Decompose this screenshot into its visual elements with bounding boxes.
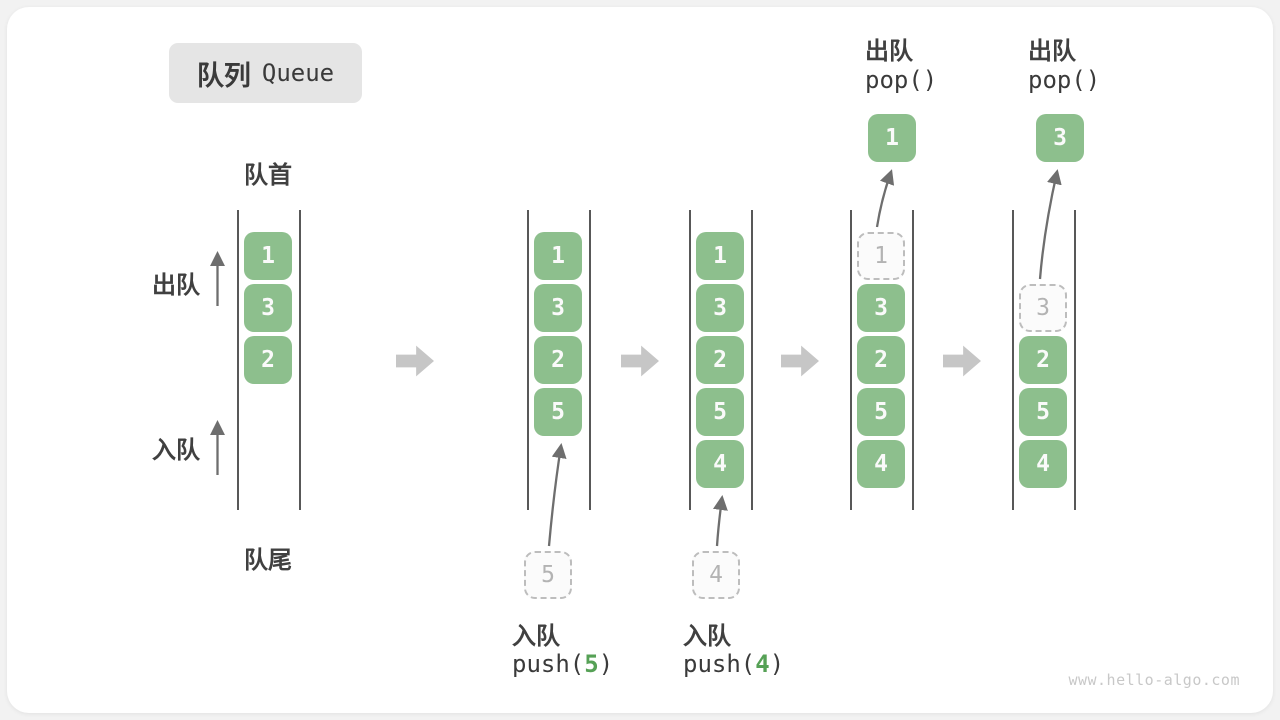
queue-cell: 2: [1019, 336, 1067, 384]
queue-cell: 5: [1019, 388, 1067, 436]
column-line-right: [751, 210, 753, 510]
queue-cell: 2: [534, 336, 582, 384]
queue-cell: 3: [696, 284, 744, 332]
incoming-ghost-cell: 5: [524, 551, 572, 599]
queue-cell: 3: [244, 284, 292, 332]
column-line-right: [912, 210, 914, 510]
title-zh: 队列: [196, 60, 251, 91]
title-en: Queue: [261, 59, 335, 87]
push-call-label: push(4): [683, 650, 784, 678]
pop-call-label: pop(): [865, 66, 938, 94]
popped-cell: 1: [868, 114, 916, 162]
queue-cell: 2: [696, 336, 744, 384]
queue-cell: 3: [857, 284, 905, 332]
queue-cell: 4: [696, 440, 744, 488]
queue-cell: 2: [857, 336, 905, 384]
watermark: www.hello-algo.com: [1068, 671, 1240, 689]
queue-cell: 1: [534, 232, 582, 280]
queue-cell: 1: [244, 232, 292, 280]
push-call-post: ): [598, 650, 614, 678]
dequeue-op-label: 出队: [1028, 38, 1076, 65]
column-line-right: [589, 210, 591, 510]
queue-cell: 5: [857, 388, 905, 436]
queue-cell: 4: [1019, 440, 1067, 488]
queue-cell: 5: [696, 388, 744, 436]
queue-cell: 1: [696, 232, 744, 280]
popped-cell: 3: [1036, 114, 1084, 162]
queue-cell: 4: [857, 440, 905, 488]
push-call-arg: 5: [584, 650, 599, 678]
ghost-cell: 1: [857, 232, 905, 280]
push-call-pre: push(: [512, 650, 585, 678]
column-line-left: [237, 210, 239, 510]
pop-call-label: pop(): [1028, 66, 1101, 94]
dequeue-op-label: 出队: [865, 38, 913, 65]
push-call-arg: 4: [755, 650, 770, 678]
queue-cell: 3: [534, 284, 582, 332]
enqueue-side-label: 入队: [152, 437, 200, 464]
incoming-ghost-cell: 4: [692, 551, 740, 599]
title-box: 队列 Queue: [169, 43, 362, 103]
column-line-left: [527, 210, 529, 510]
ghost-cell: 3: [1019, 284, 1067, 332]
dequeue-side-label: 出队: [152, 272, 200, 299]
push-call-post: ): [769, 650, 785, 678]
push-call-pre: push(: [683, 650, 756, 678]
push-call-label: push(5): [512, 650, 613, 678]
queue-rear-label: 队尾: [244, 547, 292, 574]
queue-cell: 2: [244, 336, 292, 384]
queue-cell: 5: [534, 388, 582, 436]
column-line-right: [1074, 210, 1076, 510]
queue-front-label: 队首: [244, 162, 292, 189]
enqueue-op-label: 入队: [512, 623, 560, 650]
enqueue-op-label: 入队: [683, 623, 731, 650]
column-line-left: [850, 210, 852, 510]
column-line-left: [1012, 210, 1014, 510]
column-line-left: [689, 210, 691, 510]
column-line-right: [299, 210, 301, 510]
